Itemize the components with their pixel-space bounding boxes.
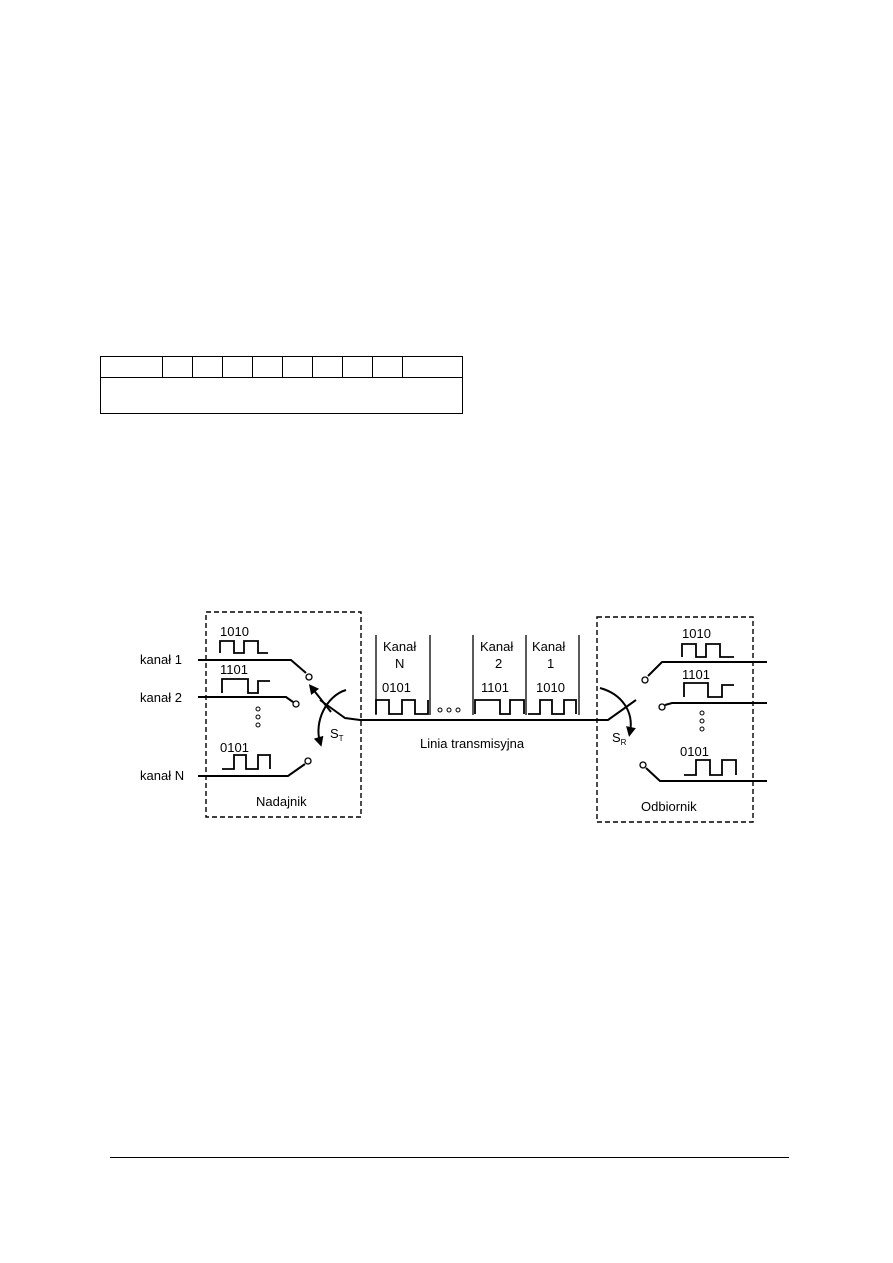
slot-1-waveform xyxy=(528,699,577,715)
output-line-n xyxy=(645,767,767,782)
transmitter-box xyxy=(205,611,362,818)
slot-2-title: Kanał xyxy=(480,639,513,654)
receiver-label: Odbiornik xyxy=(641,799,697,814)
transmission-line xyxy=(319,699,637,721)
transmitter-switch-label: ST xyxy=(330,726,344,743)
frame-cell-body xyxy=(100,377,463,414)
output-ellipsis xyxy=(699,710,705,732)
input-bits-1: 1010 xyxy=(220,624,249,639)
output-waveform-1 xyxy=(681,643,734,658)
line-label: Linia transmisyjna xyxy=(420,736,525,751)
slot-1-number: 1 xyxy=(547,656,554,671)
input-contact-2 xyxy=(292,700,300,708)
receiver-switch-label: SR xyxy=(612,730,627,747)
receiver-box xyxy=(596,616,754,823)
input-waveform-1 xyxy=(219,640,268,654)
input-waveform-2 xyxy=(221,678,270,694)
slot-2-bits: 1101 xyxy=(481,680,509,695)
line-ellipsis xyxy=(437,707,461,713)
slot-n-bits: 0101 xyxy=(382,680,411,695)
input-waveform-n xyxy=(222,754,271,770)
slot-2-number: 2 xyxy=(495,656,502,671)
input-label-n: kanał N xyxy=(140,768,184,783)
input-label-2: kanał 2 xyxy=(140,690,182,705)
output-contact-n xyxy=(639,761,647,769)
output-bits-n: 0101 xyxy=(680,744,709,759)
frame-structure-table xyxy=(100,356,463,414)
slot-2-waveform xyxy=(474,699,525,715)
output-contact-1 xyxy=(641,676,649,684)
output-line-2 xyxy=(664,702,767,706)
transmitter-commutator-arrow xyxy=(313,689,347,747)
output-contact-2 xyxy=(658,703,666,711)
input-line-1 xyxy=(198,659,307,674)
input-contact-n xyxy=(304,757,312,765)
receiver-commutator-arrow xyxy=(599,687,636,737)
output-waveform-n xyxy=(684,759,737,776)
output-waveform-2 xyxy=(683,682,734,698)
input-ellipsis xyxy=(255,706,261,728)
input-label-1: kanał 1 xyxy=(140,652,182,667)
output-bits-1: 1010 xyxy=(682,626,711,641)
footer-rule xyxy=(110,1157,789,1158)
slot-n-waveform xyxy=(375,699,429,715)
slot-n-number: N xyxy=(395,656,404,671)
transmitter-label: Nadajnik xyxy=(256,794,307,809)
slot-n-title: Kanał xyxy=(383,639,416,654)
slot-1-title: Kanał xyxy=(532,639,565,654)
output-bits-2: 1101 xyxy=(682,667,710,682)
slot-1-bits: 1010 xyxy=(536,680,565,695)
input-line-2 xyxy=(198,696,294,703)
output-line-1 xyxy=(647,661,767,677)
input-contact-1 xyxy=(305,673,313,681)
input-bits-n: 0101 xyxy=(220,740,249,755)
input-line-n xyxy=(198,763,306,777)
input-bits-2: 1101 xyxy=(220,662,248,677)
